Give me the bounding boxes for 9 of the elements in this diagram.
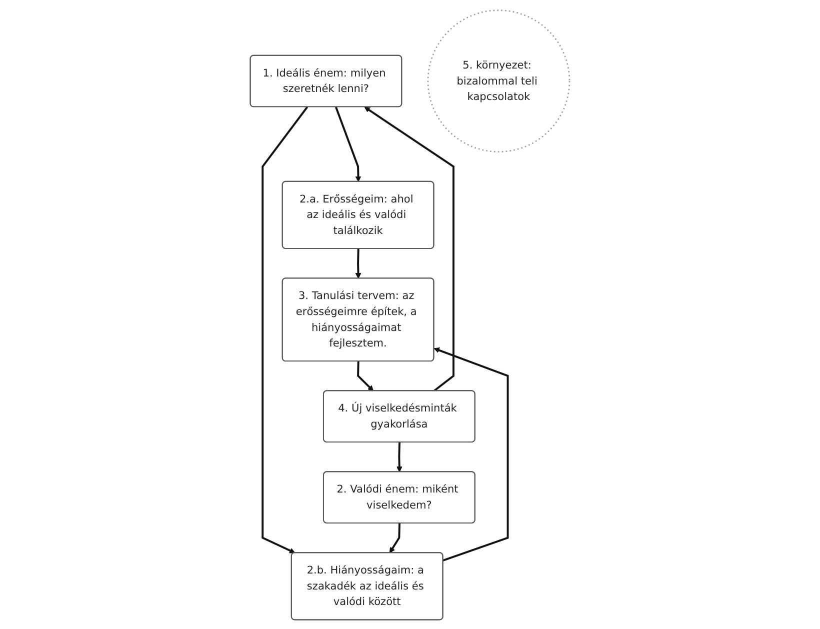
arrow [434,347,509,561]
arrow [355,248,362,278]
arrow [390,522,401,553]
arrow [262,106,308,553]
arrow [364,106,455,392]
arrow [335,106,362,182]
node-circle: 5. környezet: bizalommal teli kapcsolatok [427,9,570,152]
arrow [396,442,402,472]
arrow [357,360,374,391]
